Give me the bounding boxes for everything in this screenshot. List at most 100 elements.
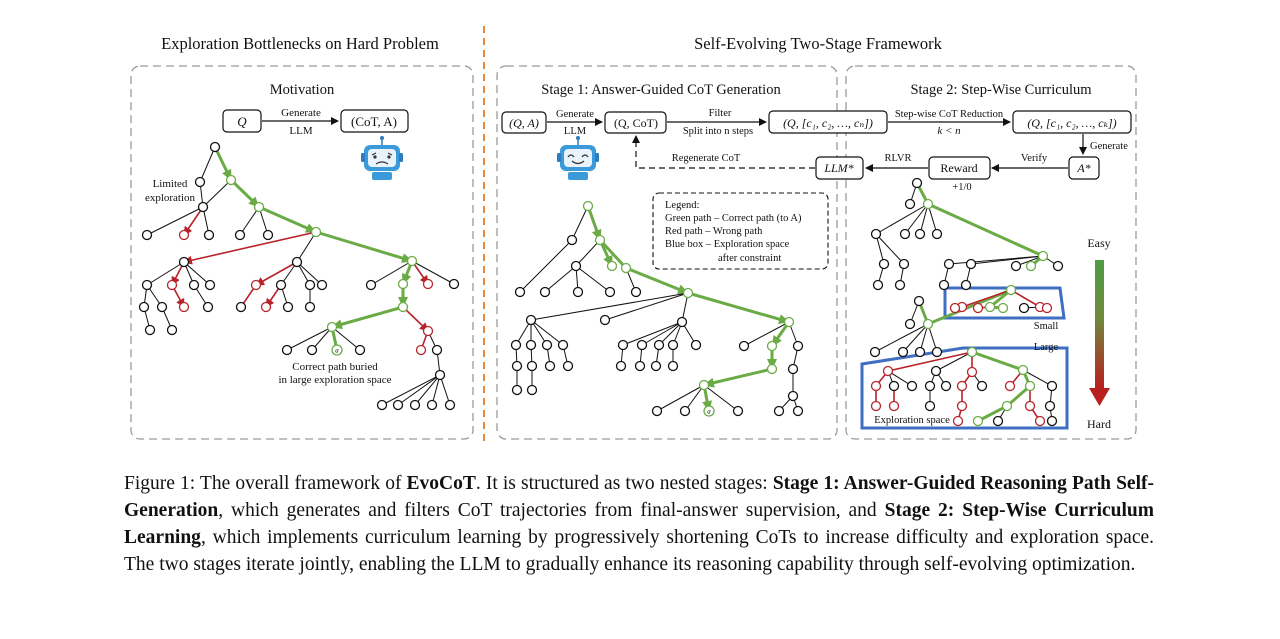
tree-node xyxy=(525,339,537,351)
tree-edge xyxy=(414,374,441,406)
tree-node xyxy=(194,176,206,188)
tree-edge xyxy=(146,206,204,236)
correct-path-edge xyxy=(703,367,773,388)
tree-node xyxy=(870,380,882,392)
tree-node xyxy=(606,260,618,272)
wrong-path-edge xyxy=(1010,289,1041,308)
stage1-title: Stage 1: Answer-Guided CoT Generation xyxy=(541,82,781,98)
tree-node xyxy=(235,301,247,313)
tree-node xyxy=(281,344,293,356)
tree-node xyxy=(888,380,900,392)
tree-edge xyxy=(658,321,683,346)
correct-path-edge xyxy=(586,205,602,241)
tree-edge xyxy=(431,374,441,406)
tree-node xyxy=(956,400,968,412)
tree-node xyxy=(690,339,702,351)
tree-node xyxy=(766,363,778,375)
tree-node xyxy=(634,360,646,372)
correct-path-edge xyxy=(258,205,317,234)
legend-title: Legend: xyxy=(665,200,699,211)
tree-node xyxy=(203,229,215,241)
tree-node xyxy=(1041,302,1053,314)
tree-edge xyxy=(743,321,790,347)
tree-node xyxy=(141,229,153,241)
stage2-generate-label: Generate xyxy=(1090,141,1128,152)
tree-node xyxy=(682,287,694,299)
cot-a-box xyxy=(340,109,409,133)
tree-node xyxy=(976,380,988,392)
tree-edge xyxy=(970,255,1044,265)
reasoning-trees: aa xyxy=(138,141,1064,427)
difficulty-arrowhead xyxy=(1089,388,1110,406)
tree-node xyxy=(275,279,287,291)
tree-node xyxy=(1044,400,1056,412)
tree-node xyxy=(1024,380,1036,392)
tree-node xyxy=(913,295,925,307)
tree-edge xyxy=(381,374,441,406)
tree-node xyxy=(899,228,911,240)
stage1-llm-label: LLM xyxy=(564,126,587,137)
motivation-title: Motivation xyxy=(270,82,335,98)
wrong-path-edge xyxy=(402,306,429,332)
tree-node xyxy=(397,301,409,313)
tree-node xyxy=(250,279,262,291)
tree-node xyxy=(434,369,446,381)
rlvr-label: RLVR xyxy=(884,153,911,164)
tree-node xyxy=(331,344,343,356)
tree-node xyxy=(511,384,523,396)
tree-node xyxy=(188,279,200,291)
tree-node xyxy=(792,340,804,352)
tree-node xyxy=(870,228,882,240)
tree-edge xyxy=(571,205,589,241)
k-steps-box xyxy=(1012,110,1132,134)
tree-node xyxy=(924,400,936,412)
motivation-generate-label: Generate xyxy=(281,107,321,119)
answer-node-label: a xyxy=(707,408,711,416)
tree-node xyxy=(882,365,894,377)
tree-node xyxy=(138,301,150,313)
a-star-label: A* xyxy=(1076,161,1090,175)
tree-node xyxy=(984,301,996,313)
qa-box xyxy=(501,111,547,134)
tree-node xyxy=(422,325,434,337)
tree-node xyxy=(354,344,366,356)
tree-node xyxy=(202,301,214,313)
tree-node xyxy=(992,415,1004,427)
caption-bold-stage1: Stage 1: Answer-Guided Reasoning Path Se… xyxy=(124,473,1154,521)
tree-node xyxy=(426,399,438,411)
legend-box xyxy=(652,192,829,270)
tree-node xyxy=(282,301,294,313)
tree-node xyxy=(650,360,662,372)
tree-node xyxy=(931,346,943,358)
tree-node xyxy=(1001,400,1013,412)
tree-node xyxy=(431,344,443,356)
tree-node xyxy=(1018,302,1030,314)
small-label: Small xyxy=(1034,321,1059,332)
split-label: Split into n steps xyxy=(683,126,753,137)
tree-node xyxy=(594,234,606,246)
tree-node xyxy=(914,346,926,358)
wrong-path-edge xyxy=(961,289,1012,308)
answer-node-label: a xyxy=(335,347,339,355)
tree-node xyxy=(872,279,884,291)
tree-node xyxy=(304,301,316,313)
easy-label: Easy xyxy=(1087,236,1110,250)
tree-node xyxy=(166,279,178,291)
correct-path-edge xyxy=(331,305,404,330)
tree-node xyxy=(448,278,460,290)
tree-node xyxy=(651,405,663,417)
tree-node xyxy=(444,399,456,411)
wrong-path-edge xyxy=(255,261,298,286)
cot-a-box-label: (CoT, A) xyxy=(351,114,397,129)
tree-node xyxy=(225,174,237,186)
tree-edge xyxy=(544,265,577,293)
tree-node xyxy=(544,360,556,372)
caption-bold-stage2: Stage 2: Step-Wise Curriculum Learning xyxy=(124,500,1154,548)
correct-path-edge xyxy=(229,178,261,209)
tree-edge xyxy=(656,384,705,412)
tree-node xyxy=(924,380,936,392)
wrong-path-edge xyxy=(887,351,973,372)
tree-node xyxy=(557,339,569,351)
tree-edge xyxy=(622,321,683,346)
caption-part-2: . It is structured as two nested stages: xyxy=(475,473,773,494)
